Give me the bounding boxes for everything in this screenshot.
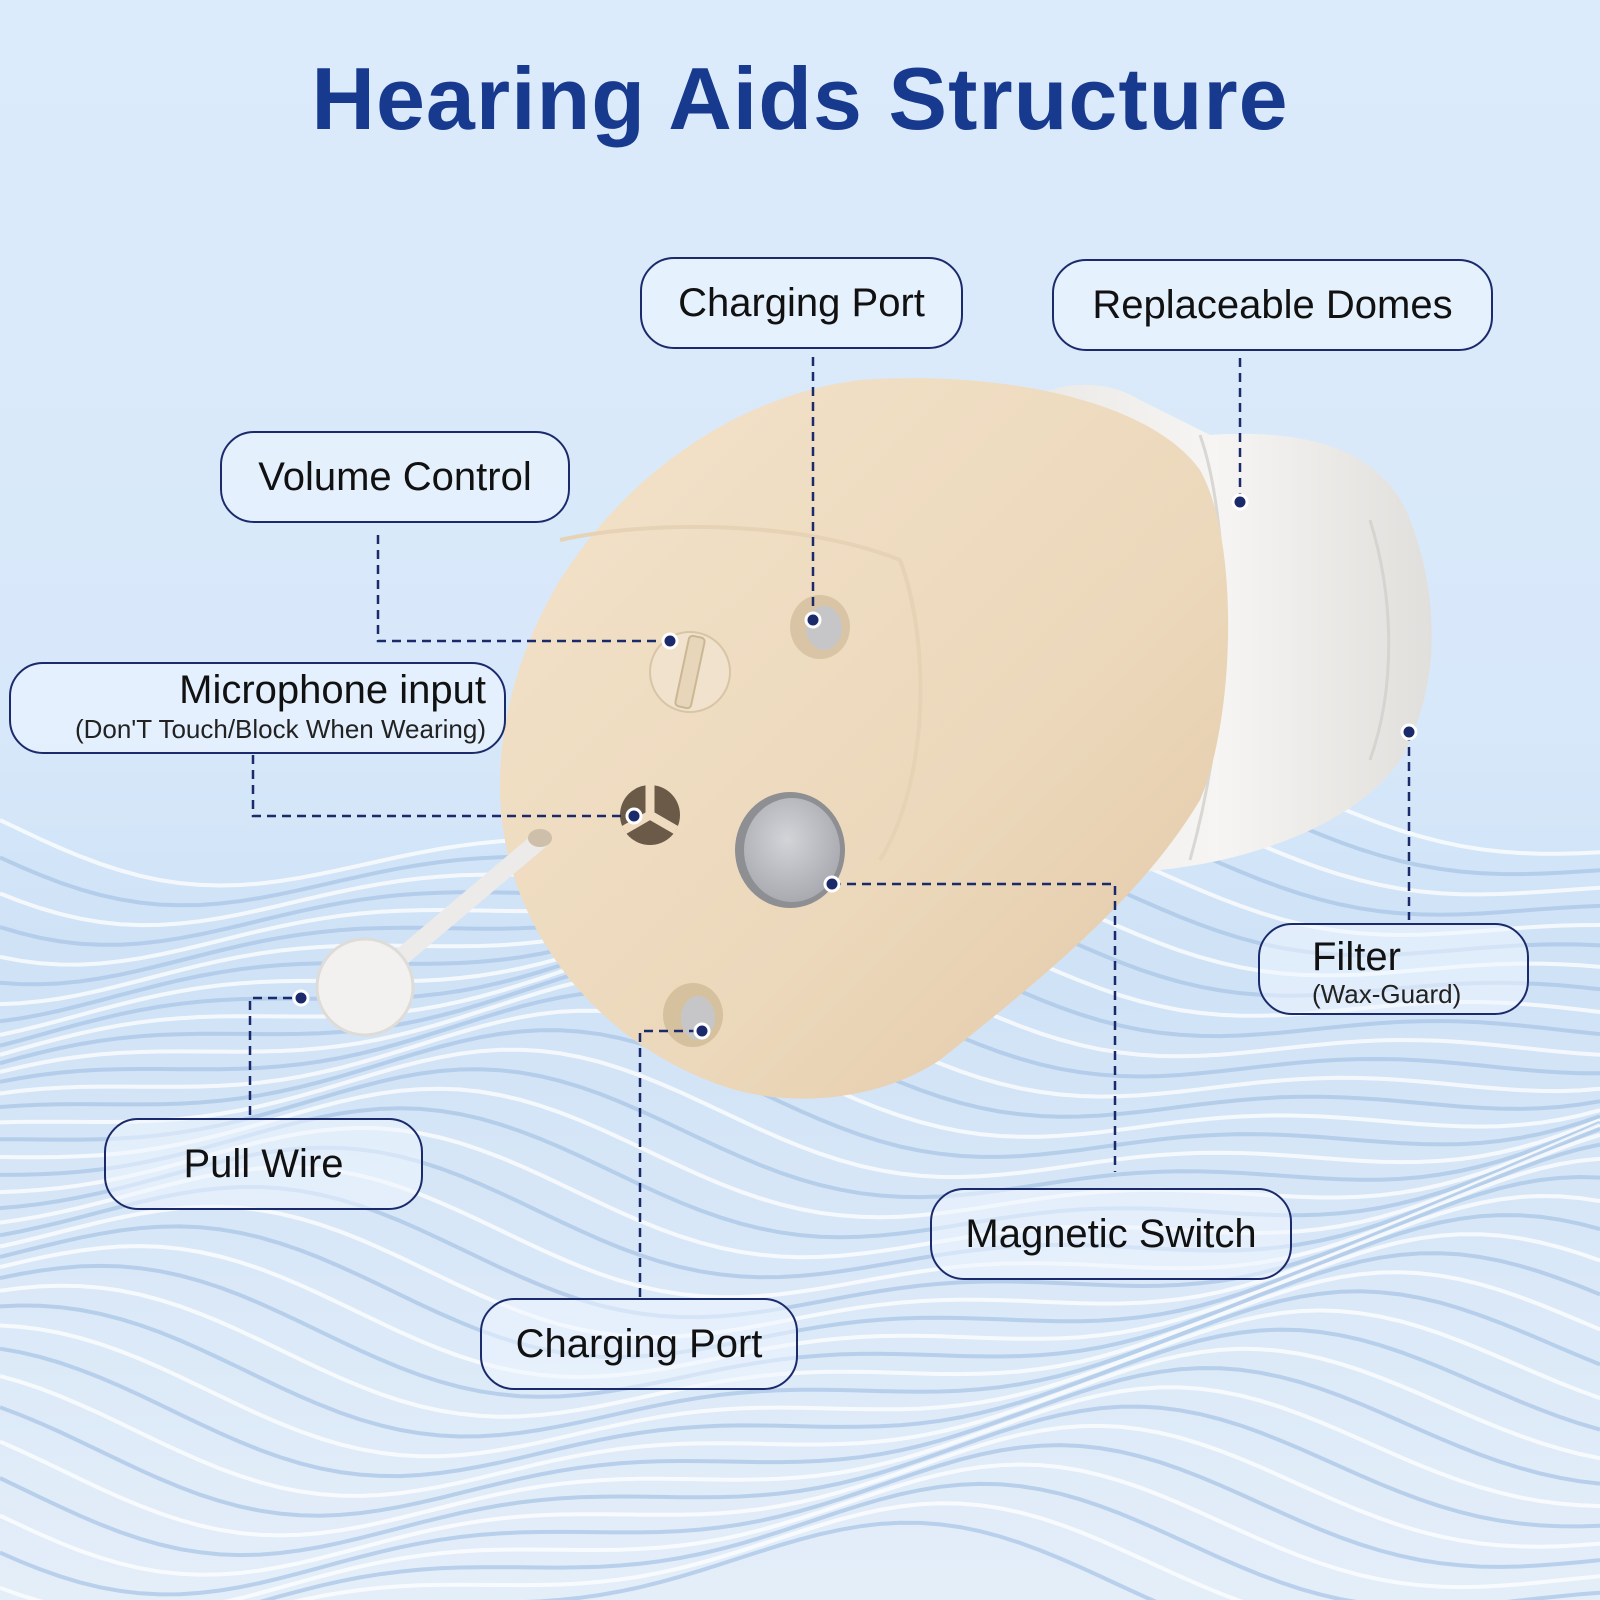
wave-line	[0, 1443, 1600, 1597]
dot-magnetic-switch	[823, 875, 841, 893]
dot-charging-port-top	[804, 611, 822, 629]
callout-label: Magnetic Switch	[965, 1212, 1257, 1256]
callout-note: (Don'T Touch/Block When Wearing)	[74, 714, 486, 744]
callout-pull-wire: Pull Wire	[104, 1118, 423, 1210]
leader-magnetic-switch	[832, 882, 1117, 1172]
callout-charging-port-top: Charging Port	[640, 257, 963, 349]
magnetic-switch-disc	[735, 792, 845, 908]
callout-label: Microphone input	[179, 668, 486, 712]
wave-line	[0, 1462, 1600, 1600]
wave-line	[0, 1047, 1600, 1180]
leader-microphone-input	[251, 755, 634, 818]
dot-replaceable-domes	[1231, 493, 1249, 511]
wave-line	[0, 1193, 1600, 1340]
callout-label: Charging Port	[678, 281, 925, 325]
leader-volume-control	[376, 535, 670, 643]
leader-pull-wire	[248, 996, 301, 1115]
wave-line	[293, 1501, 1244, 1600]
leader-charging-port-bottom	[638, 1029, 702, 1297]
callout-magnetic-switch: Magnetic Switch	[930, 1188, 1292, 1280]
dot-filter	[1400, 723, 1418, 741]
wave-line	[259, 1481, 1600, 1600]
pull-wire	[315, 829, 552, 1037]
wave-line	[0, 1232, 1600, 1380]
wave-line	[0, 1404, 1600, 1558]
dot-volume-control	[661, 632, 679, 650]
wave-line	[0, 1213, 1600, 1360]
dot-charging-port-bottom	[693, 1022, 711, 1040]
wave-line	[0, 1346, 1600, 1498]
wave-line	[0, 1308, 1600, 1459]
microphone-port	[620, 785, 680, 845]
callout-label: Filter	[1312, 935, 1401, 979]
callout-volume-control: Volume Control	[220, 431, 570, 523]
callout-label: Replaceable Domes	[1092, 283, 1453, 327]
volume-control-dial	[649, 631, 731, 713]
wave-line	[0, 1385, 1600, 1538]
callout-label: Volume Control	[258, 455, 532, 499]
dot-pull-wire	[292, 989, 310, 1007]
callout-microphone-input: Microphone input (Don'T Touch/Block When…	[9, 662, 506, 754]
callout-label: Charging Port	[515, 1322, 763, 1366]
wave-line	[0, 1067, 1600, 1200]
wave-line	[0, 1251, 1600, 1399]
callout-note: (Wax-Guard)	[1312, 979, 1462, 1009]
wave-line	[0, 1423, 1600, 1577]
wave-line	[0, 1028, 1600, 1159]
callout-charging-port-bottom: Charging Port	[480, 1298, 798, 1390]
dot-microphone-input	[625, 807, 643, 825]
page-title: Hearing Aids Structure	[311, 49, 1289, 148]
wave-line	[0, 1327, 1600, 1479]
device-body	[500, 378, 1229, 1099]
callout-filter: Filter (Wax-Guard)	[1258, 923, 1529, 1015]
wave-line	[0, 1366, 1600, 1518]
callout-replaceable-domes: Replaceable Domes	[1052, 259, 1493, 351]
wave-line	[524, 1520, 1157, 1600]
wave-line	[0, 1270, 1600, 1419]
wave-line	[0, 1289, 1600, 1439]
callout-label: Pull Wire	[183, 1142, 344, 1186]
